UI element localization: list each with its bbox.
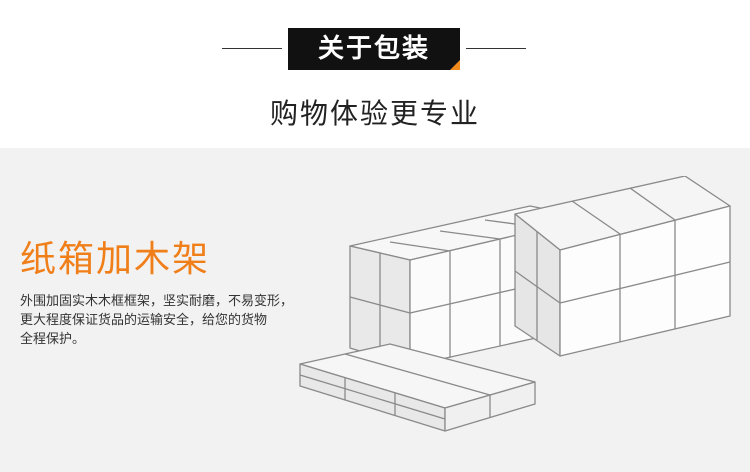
feature-title: 纸箱加木架 [20,239,211,280]
description-line: 全程保护。 [20,332,86,347]
section-title-box: 关于包装 [288,28,460,70]
header-section: 关于包装 购物体验更专业 [0,0,750,148]
feature-description: 外围加固实木木框框架，坚实耐磨，不易变形， 更大程度保证货品的运输安全，给您的货… [20,292,350,349]
section-title-row: 关于包装 [0,26,750,72]
subtitle: 购物体验更专业 [269,97,480,130]
section-title: 关于包装 [317,34,430,64]
flat-crate-base [299,343,536,432]
feature-panel: 纸箱加木架 外围加固实木木框框架，坚实耐磨，不易变形， 更大程度保证货品的运输安… [0,148,750,472]
title-rule-left [222,48,282,49]
description-line: 外围加固实木木框框架，坚实耐磨，不易变形， [20,294,294,309]
description-line: 更大程度保证货品的运输安全，给您的货物 [20,313,268,328]
orange-corner-accent [450,60,460,70]
tall-crate-frame [514,176,731,357]
title-rule-right [466,48,526,49]
wooden-crate-illustration-icon [299,176,731,432]
